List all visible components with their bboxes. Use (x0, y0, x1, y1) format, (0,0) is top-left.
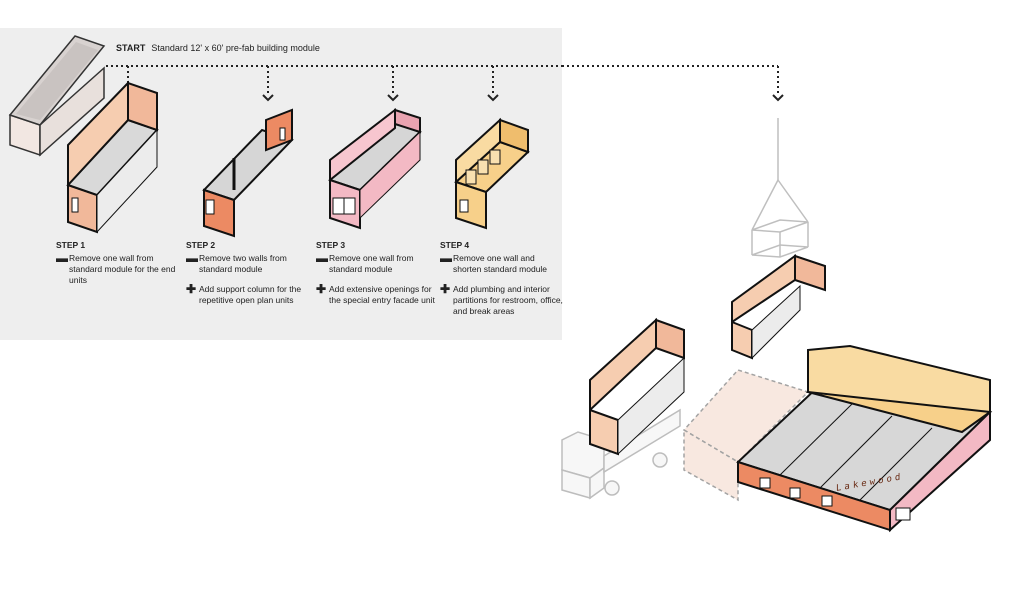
step-title: STEP 1 (56, 240, 86, 250)
step-action: ▬ Remove two walls from standard module (186, 251, 311, 275)
step-title: STEP 2 (186, 240, 216, 250)
minus-icon: ▬ (440, 251, 452, 265)
minus-icon: ▬ (186, 251, 198, 265)
step-action: ✚ Add plumbing and interior partitions f… (440, 282, 565, 317)
step-action-text: Remove one wall and shorten standard mod… (453, 253, 548, 274)
hanging-module (731, 254, 826, 360)
crane-rigging (751, 118, 809, 258)
step-action: ▬ Remove one wall from standard module f… (56, 251, 181, 286)
step-4: STEP 4 ▬ Remove one wall and shorten sta… (440, 240, 565, 317)
step-title: STEP 4 (440, 240, 470, 250)
start-module (8, 35, 106, 157)
step-action: ✚ Add extensive openings for the special… (316, 282, 441, 306)
truck-module (589, 317, 685, 456)
main-building (736, 344, 993, 533)
plus-icon: ✚ (186, 282, 197, 296)
step-3: STEP 3 ▬ Remove one wall from standard m… (316, 240, 441, 306)
start-description: Standard 12' x 60' pre-fab building modu… (151, 43, 320, 53)
minus-icon: ▬ (316, 251, 328, 265)
step-action-text: Add plumbing and interior partitions for… (453, 284, 563, 316)
step-action-text: Remove one wall from standard module (329, 253, 414, 274)
start-title: START (116, 43, 146, 53)
minus-icon: ▬ (56, 251, 68, 265)
step1-module (66, 80, 159, 234)
step-action: ▬ Remove one wall and shorten standard m… (440, 251, 565, 275)
dotted-connector (106, 65, 779, 95)
step-action: ✚ Add support column for the repetitive … (186, 282, 311, 306)
step-action: ▬ Remove one wall from standard module (316, 251, 441, 275)
step-action-text: Add support column for the repetitive op… (199, 284, 302, 305)
step-1: STEP 1 ▬ Remove one wall from standard m… (56, 240, 181, 286)
step2-module (202, 108, 294, 238)
plus-icon: ✚ (440, 282, 451, 296)
step-action-text: Remove one wall from standard module for… (69, 253, 176, 285)
step-title: STEP 3 (316, 240, 346, 250)
step-2: STEP 2 ▬ Remove two walls from standard … (186, 240, 311, 306)
step-action-text: Add extensive openings for the special e… (329, 284, 435, 305)
step4-module (454, 117, 530, 230)
chevron-down-arrow-icon (122, 94, 784, 102)
step3-module (328, 107, 422, 230)
step-action-text: Remove two walls from standard module (199, 253, 287, 274)
start-label: START Standard 12' x 60' pre-fab building… (116, 43, 320, 53)
plus-icon: ✚ (316, 282, 327, 296)
